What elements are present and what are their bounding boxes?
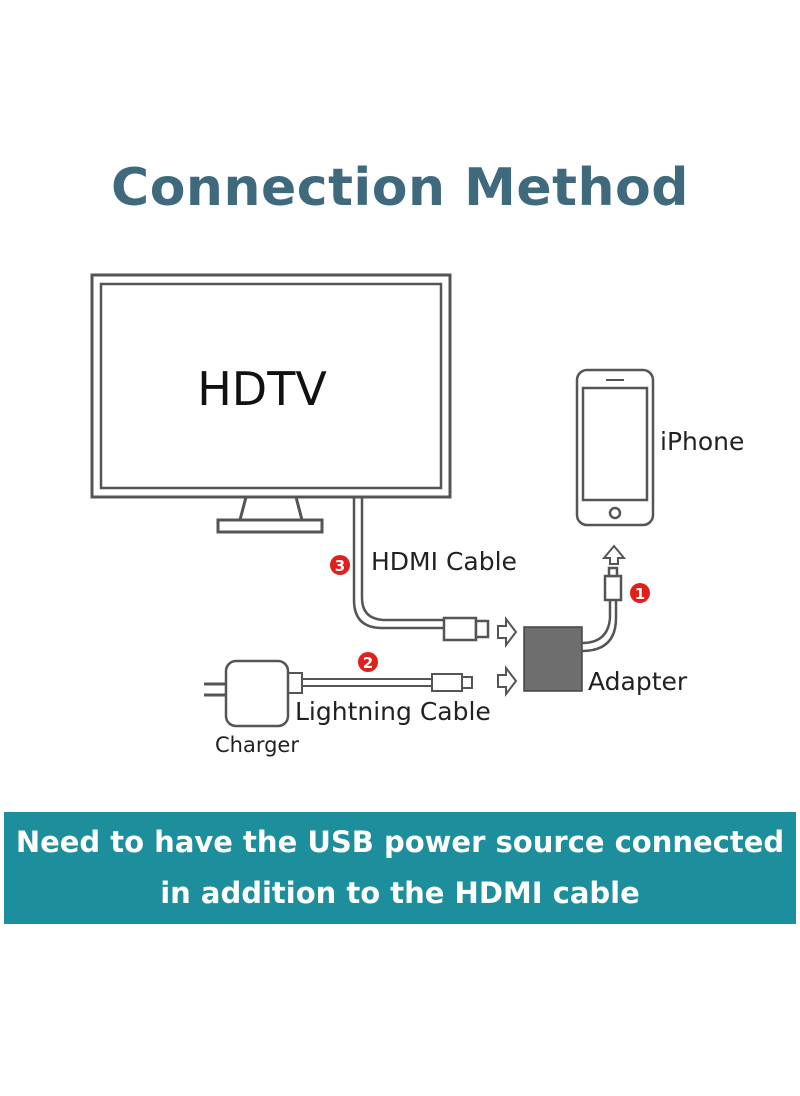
step-badge-1: 1 <box>630 583 650 603</box>
hdmi-cable-label: HDMI Cable <box>371 547 517 576</box>
iphone-label: iPhone <box>660 427 744 456</box>
step-number: 3 <box>335 557 345 575</box>
adapter-illustration <box>523 626 583 692</box>
adapter-lightning-lead <box>581 566 623 653</box>
banner-line-1: Need to have the USB power source connec… <box>15 825 785 859</box>
lightning-cable-illustration <box>287 672 473 694</box>
step-number: 1 <box>635 585 645 603</box>
page-title: Connection Method <box>111 158 689 218</box>
iphone-illustration <box>575 368 655 527</box>
charger-illustration <box>204 659 290 728</box>
info-banner: Need to have the USB power source connec… <box>4 812 796 924</box>
arrow-up-icon <box>601 544 627 565</box>
banner-line-2: in addition to the HDMI cable <box>160 876 640 910</box>
hdtv-illustration <box>90 273 452 534</box>
charger-label: Charger <box>215 733 299 757</box>
step-badge-2: 2 <box>358 652 378 672</box>
adapter-label: Adapter <box>588 667 688 696</box>
step-badge-3: 3 <box>330 555 350 575</box>
hdmi-cable-illustration <box>352 497 490 642</box>
lightning-cable-label: Lightning Cable <box>295 697 491 726</box>
hdtv-label: HDTV <box>197 362 327 416</box>
arrow-right-icon <box>497 665 518 697</box>
arrow-right-icon <box>497 616 518 648</box>
step-number: 2 <box>363 654 373 672</box>
